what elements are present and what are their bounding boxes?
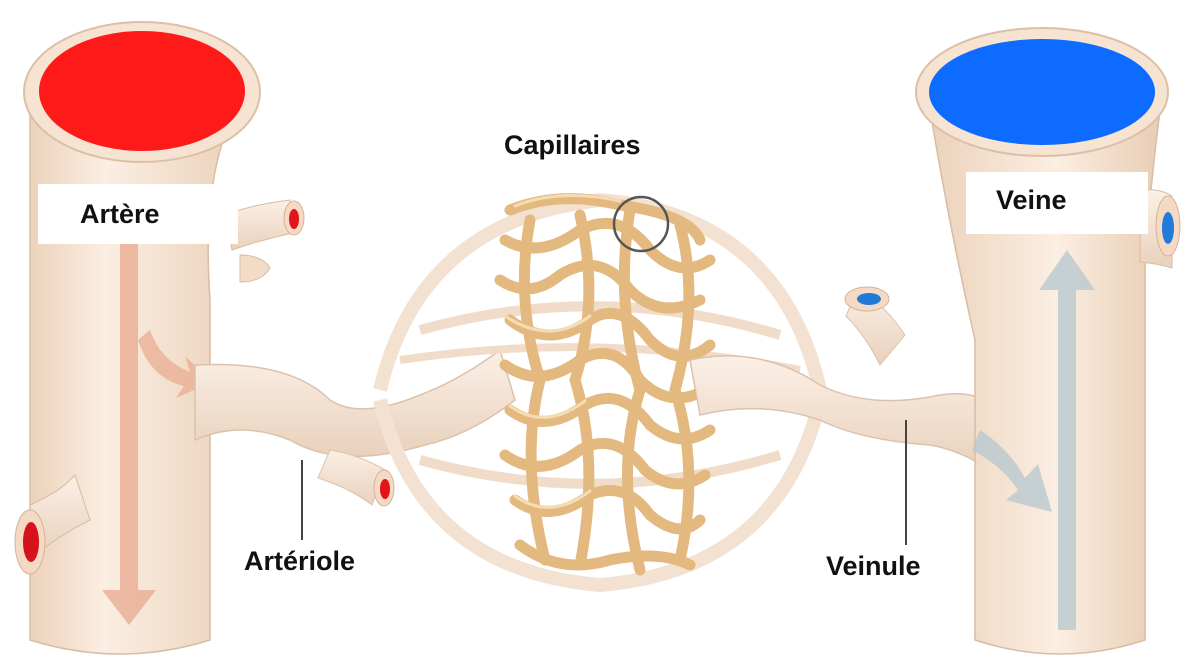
vein-lumen-icon — [929, 39, 1155, 145]
artery-branch-bottom-blood-icon — [23, 522, 39, 562]
venule-tube — [690, 356, 990, 470]
vein-label: Veine — [966, 172, 1148, 234]
venule-label: Veinule — [826, 551, 921, 582]
capillary-vessel — [624, 210, 640, 570]
capillary-tangle — [500, 199, 710, 570]
venule-branch-blood-icon — [857, 293, 881, 305]
arteriole-label: Artériole — [244, 546, 355, 577]
artery-label: Artère — [38, 184, 238, 244]
vein-branch-blood-icon — [1162, 212, 1174, 244]
artery-lumen-icon — [39, 31, 245, 151]
capillaries-label: Capillaires — [504, 130, 641, 161]
capillary-outer-loop-mid2 — [420, 455, 780, 484]
arteriole-branch-blood-icon — [380, 479, 390, 499]
vein — [916, 28, 1180, 654]
artery-branch-stub — [240, 255, 270, 282]
artery-branch-top-blood-icon — [289, 209, 299, 229]
arteriole — [195, 350, 515, 540]
arteriole-tube — [195, 350, 515, 456]
